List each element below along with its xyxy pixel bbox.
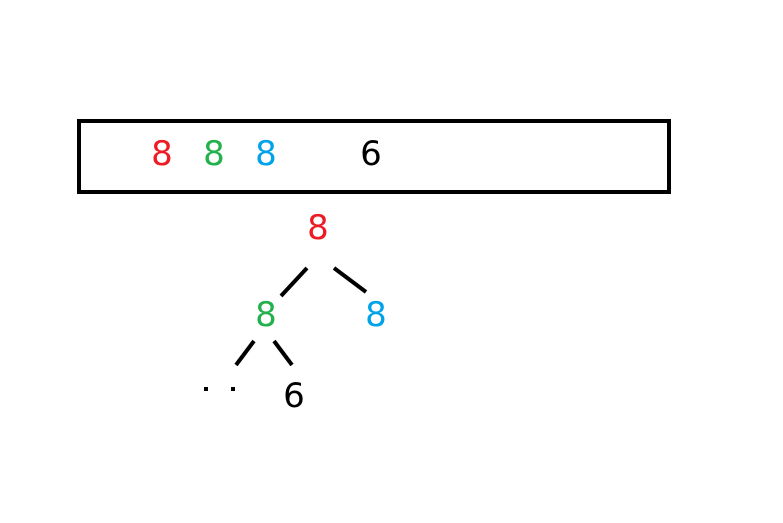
ellipsis-dot-1 bbox=[204, 387, 208, 391]
array-item-4: 6 bbox=[360, 134, 382, 174]
ellipsis-dot-2 bbox=[231, 387, 235, 391]
array-item-1: 8 bbox=[151, 134, 173, 174]
tree-right-node: 8 bbox=[365, 295, 387, 335]
tree-root-node: 8 bbox=[307, 208, 329, 248]
tree-left-node: 8 bbox=[255, 295, 277, 335]
array-item-3: 8 bbox=[255, 134, 277, 174]
array-item-2: 8 bbox=[203, 134, 225, 174]
edge-root-right bbox=[332, 266, 368, 294]
edge-left-leftchild bbox=[234, 339, 256, 367]
array-box bbox=[77, 119, 671, 194]
edge-left-rightchild bbox=[272, 339, 294, 367]
edge-root-left bbox=[279, 266, 309, 298]
tree-left-right-node: 6 bbox=[283, 376, 305, 416]
